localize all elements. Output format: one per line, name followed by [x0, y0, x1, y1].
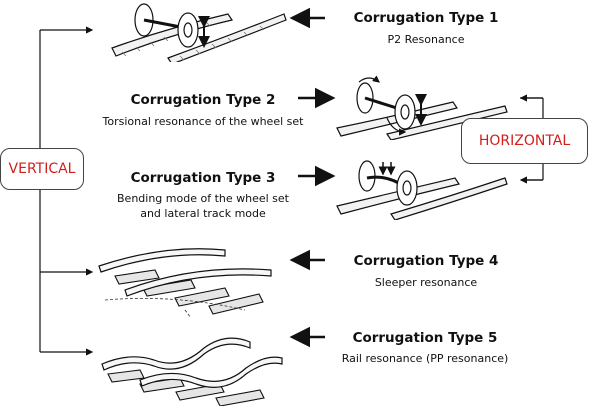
illustration-type-5 — [101, 337, 283, 406]
illustration-type-4 — [98, 248, 272, 319]
vertical-bracket — [39, 26, 94, 356]
type-4-desc-line-1: Sleeper resonance — [374, 276, 478, 289]
illustration-type-2 — [336, 75, 508, 140]
illustration-type-3 — [336, 160, 508, 220]
horizontal-bracket — [519, 94, 544, 184]
type-5-title: Corrugation Type 5 — [352, 330, 498, 346]
horizontal-category-box: HORIZONTAL — [461, 118, 588, 164]
type-3-title: Corrugation Type 3 — [130, 170, 276, 186]
type-3-desc-line-2: and lateral track mode — [140, 207, 266, 220]
type-1-title: Corrugation Type 1 — [353, 10, 499, 26]
type-4-title: Corrugation Type 4 — [353, 253, 499, 269]
type-1-desc-line-1: P2 Resonance — [387, 33, 465, 46]
illustration-type-1 — [111, 3, 287, 62]
type-2-desc-line-1: Torsional resonance of the wheel set — [102, 115, 304, 128]
vertical-category-box: VERTICAL — [0, 148, 84, 190]
horizontal-label: HORIZONTAL — [478, 133, 571, 149]
pointer-arrows — [289, 7, 336, 348]
type-3-desc-line-1: Bending mode of the wheel set — [117, 192, 289, 205]
type-2-title: Corrugation Type 2 — [130, 92, 276, 108]
type-5-desc-line-1: Rail resonance (PP resonance) — [341, 352, 509, 365]
vertical-label: VERTICAL — [8, 161, 76, 177]
